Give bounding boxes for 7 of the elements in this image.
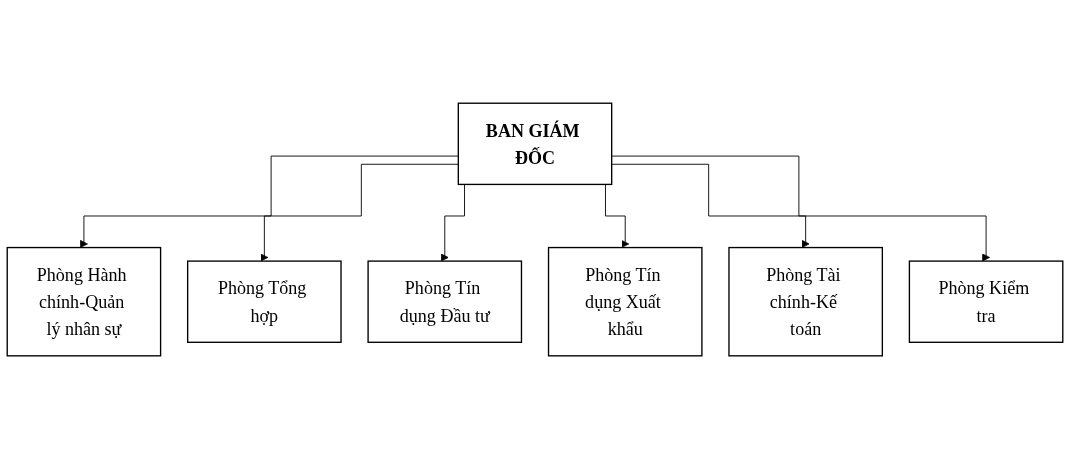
node-box: Phòng Tín dụng Đầu tư	[367, 260, 523, 343]
node-box: Phòng Tín dụng Xuất khẩu	[547, 246, 703, 357]
node-box: Phòng Tổng hợp	[187, 260, 342, 343]
node-box: Phòng Kiểm tra	[908, 260, 1064, 343]
node-box: BAN GIÁM ĐỐC	[457, 102, 613, 186]
node-box: Phòng Hành chính-Quản lý nhân sự	[6, 246, 162, 357]
node-box: Phòng Tài chính-Kế toán	[728, 246, 883, 357]
